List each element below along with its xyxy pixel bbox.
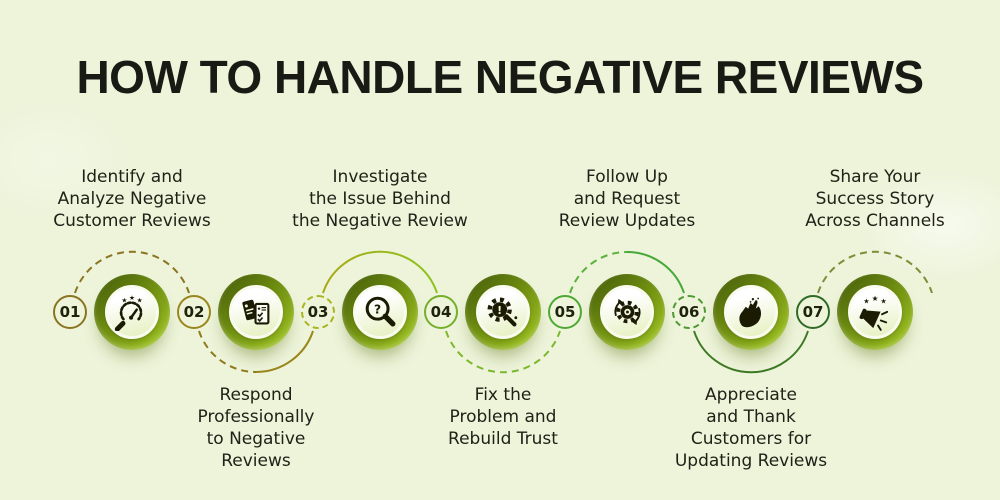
step-number-badge-4: 04 <box>424 295 458 329</box>
svg-text:?: ? <box>374 302 381 316</box>
gauge-magnifier-icon: ★ ★ ★ <box>114 294 143 331</box>
svg-text:★: ★ <box>137 297 143 305</box>
step-number-badge-2: 02 <box>177 295 211 329</box>
step-circle-2 <box>218 274 294 350</box>
step-number-badge-6: 06 <box>672 295 706 329</box>
svg-text:★: ★ <box>863 296 869 305</box>
step-number-badge-1: 01 <box>53 295 87 329</box>
clapping-hands-icon <box>739 297 762 328</box>
svg-text:★: ★ <box>121 297 127 305</box>
step-icon-wrap: ? <box>353 285 407 339</box>
step-number-badge-3: 03 <box>301 295 335 329</box>
page-title: HOW TO HANDLE NEGATIVE REVIEWS <box>76 51 924 103</box>
step-circle-5 <box>589 274 665 350</box>
step-icon-wrap <box>229 285 283 339</box>
step-icon-wrap: ★ ★ ★ <box>848 285 902 339</box>
step-circle-7: ★ ★ ★ <box>837 274 913 350</box>
svg-text:★: ★ <box>129 294 135 302</box>
step-label-7: Share Your Success Story Across Channels <box>805 166 945 231</box>
step-label-1: Identify and Analyze Negative Customer R… <box>53 166 211 231</box>
gear-sync-icon <box>614 298 641 326</box>
gear-wrench-icon: ! <box>487 297 518 327</box>
svg-text:★: ★ <box>872 294 879 303</box>
step-label-3: Investigate the Issue Behind the Negativ… <box>292 166 468 231</box>
megaphone-stars-icon: ★ ★ ★ <box>859 294 889 331</box>
step-circle-3: ? <box>342 274 418 350</box>
step-circle-1: ★ ★ ★ <box>94 274 170 350</box>
step-label-5: Follow Up and Request Review Updates <box>558 166 696 231</box>
step-icon-wrap <box>724 285 778 339</box>
review-documents-icon <box>242 299 270 325</box>
step-icon-wrap: ! <box>476 285 530 339</box>
step-label-2: Respond Professionally to Negative Revie… <box>197 385 315 472</box>
step-number-badge-5: 05 <box>548 295 582 329</box>
step-label-6: Appreciate and Thank Customers for Updat… <box>674 385 828 472</box>
magnifier-question-icon: ? <box>365 296 396 327</box>
step-circle-4: ! <box>465 274 541 350</box>
svg-text:!: ! <box>497 304 502 317</box>
step-label-4: Fix the Problem and Rebuild Trust <box>448 385 558 450</box>
svg-text:★: ★ <box>880 296 886 305</box>
step-circle-6 <box>713 274 789 350</box>
step-icon-wrap <box>600 285 654 339</box>
step-number-badge-7: 07 <box>796 295 830 329</box>
step-icon-wrap: ★ ★ ★ <box>105 285 159 339</box>
